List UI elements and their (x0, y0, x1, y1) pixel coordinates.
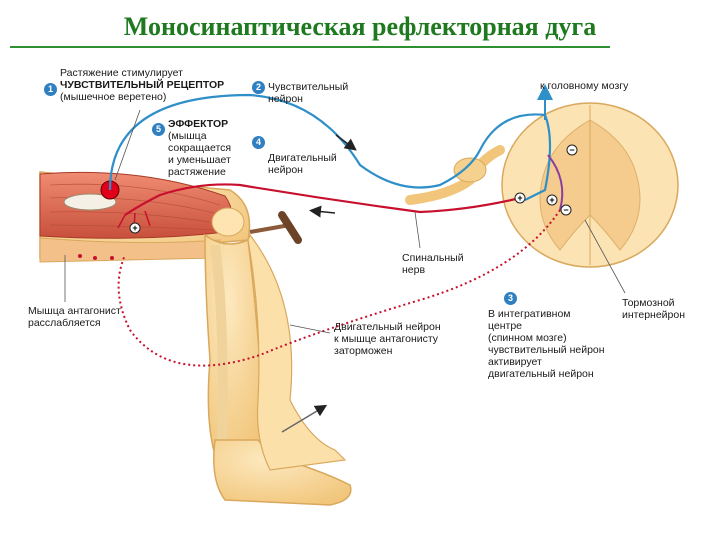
sign-minus-bottom: − (563, 205, 568, 215)
step-5-line-4: и уменьшает (168, 154, 231, 166)
step-5-line-1: ЭФФЕКТОР (168, 118, 229, 130)
synapse-sign-top: − (566, 144, 578, 156)
step-2-line-2: нейрон (268, 93, 303, 105)
step-1-badge: 1 (44, 83, 57, 96)
step-5-line-3: сокращается (168, 142, 232, 154)
step-5-badge: 5 (152, 123, 165, 136)
tibia (210, 244, 228, 441)
step-4-line-2: нейрон (268, 164, 303, 176)
sign-plus-muscle: + (132, 223, 137, 233)
step-1-line-1: Растяжение стимулирует (60, 67, 183, 79)
antagonist-label-2: расслабляется (28, 317, 101, 329)
reflex-hammer (249, 223, 291, 234)
antagonist-muscle (39, 237, 221, 263)
sign-minus-top: − (569, 145, 574, 155)
page-title: Моносинаптическая рефлекторная дуга (123, 12, 597, 41)
step-1-line-2: ЧУВСТВИТЕЛЬНЫЙ РЕЦЕПТОР (60, 79, 225, 91)
spinal-nerve-label-1: Спинальный (402, 252, 464, 264)
synapse-sign-muscle: + (129, 222, 141, 234)
step-4-badge: 4 (252, 136, 265, 149)
inhibitory-label-1: Тормозной (622, 297, 675, 309)
step-3-line-6: двигательный нейрон (488, 368, 594, 380)
step-2-line-1: Чувствительный (268, 81, 349, 93)
synapse-sign-bottom: − (560, 204, 572, 216)
synapse-sign-mid: + (546, 194, 558, 206)
kneecap (211, 207, 245, 237)
hammer-head (278, 211, 302, 244)
leader-lines (64, 109, 626, 334)
step-5-line-2: (мышца (168, 130, 207, 142)
spinal-nerve-label-2: нерв (402, 264, 426, 276)
step-3-badge: 3 (504, 292, 517, 305)
step-3-line-1: В интегративном (488, 308, 571, 320)
step-5-line-5: растяжение (168, 166, 226, 178)
to-brain-label: к головному мозгу (540, 80, 629, 92)
sign-plus-left: + (517, 193, 522, 203)
muscle-spindle (63, 193, 117, 211)
inhibitory-interneuron (547, 154, 564, 211)
step-3-line-2: центре (488, 320, 523, 332)
step-1-line-3: (мышечное веретено) (60, 91, 167, 103)
antagonist-motor-neuron (117, 209, 561, 367)
step-3-line-3: (спинном мозге) (488, 332, 567, 344)
step-2-badge: 2 (252, 81, 265, 94)
kick-arrow (281, 404, 328, 433)
step-3-line-4: чувствительный нейрон (488, 344, 605, 356)
motor-direction-arrow (309, 205, 336, 218)
motor-antag-label-1: Двигательный нейрон (334, 321, 441, 333)
antagonist-endplates (78, 254, 114, 260)
antagonist-label-1: Мышца антагонист (28, 305, 121, 317)
motor-antag-label-3: заторможен (334, 345, 393, 357)
sign-plus-right: + (549, 195, 554, 205)
second-leg (247, 233, 347, 471)
title-underline (10, 46, 610, 48)
step-4-line-1: Двигательный (268, 152, 337, 164)
inhibitory-label-2: интернейрон (622, 309, 686, 321)
step-3-line-5: активирует (488, 356, 542, 368)
motor-antag-label-2: к мышце антагонисту (334, 333, 439, 345)
synapse-sign-left: + (514, 192, 526, 204)
dorsal-root-ganglion (453, 157, 487, 183)
motor-neuron-path (124, 183, 521, 216)
sensory-direction-arrow (335, 134, 357, 151)
